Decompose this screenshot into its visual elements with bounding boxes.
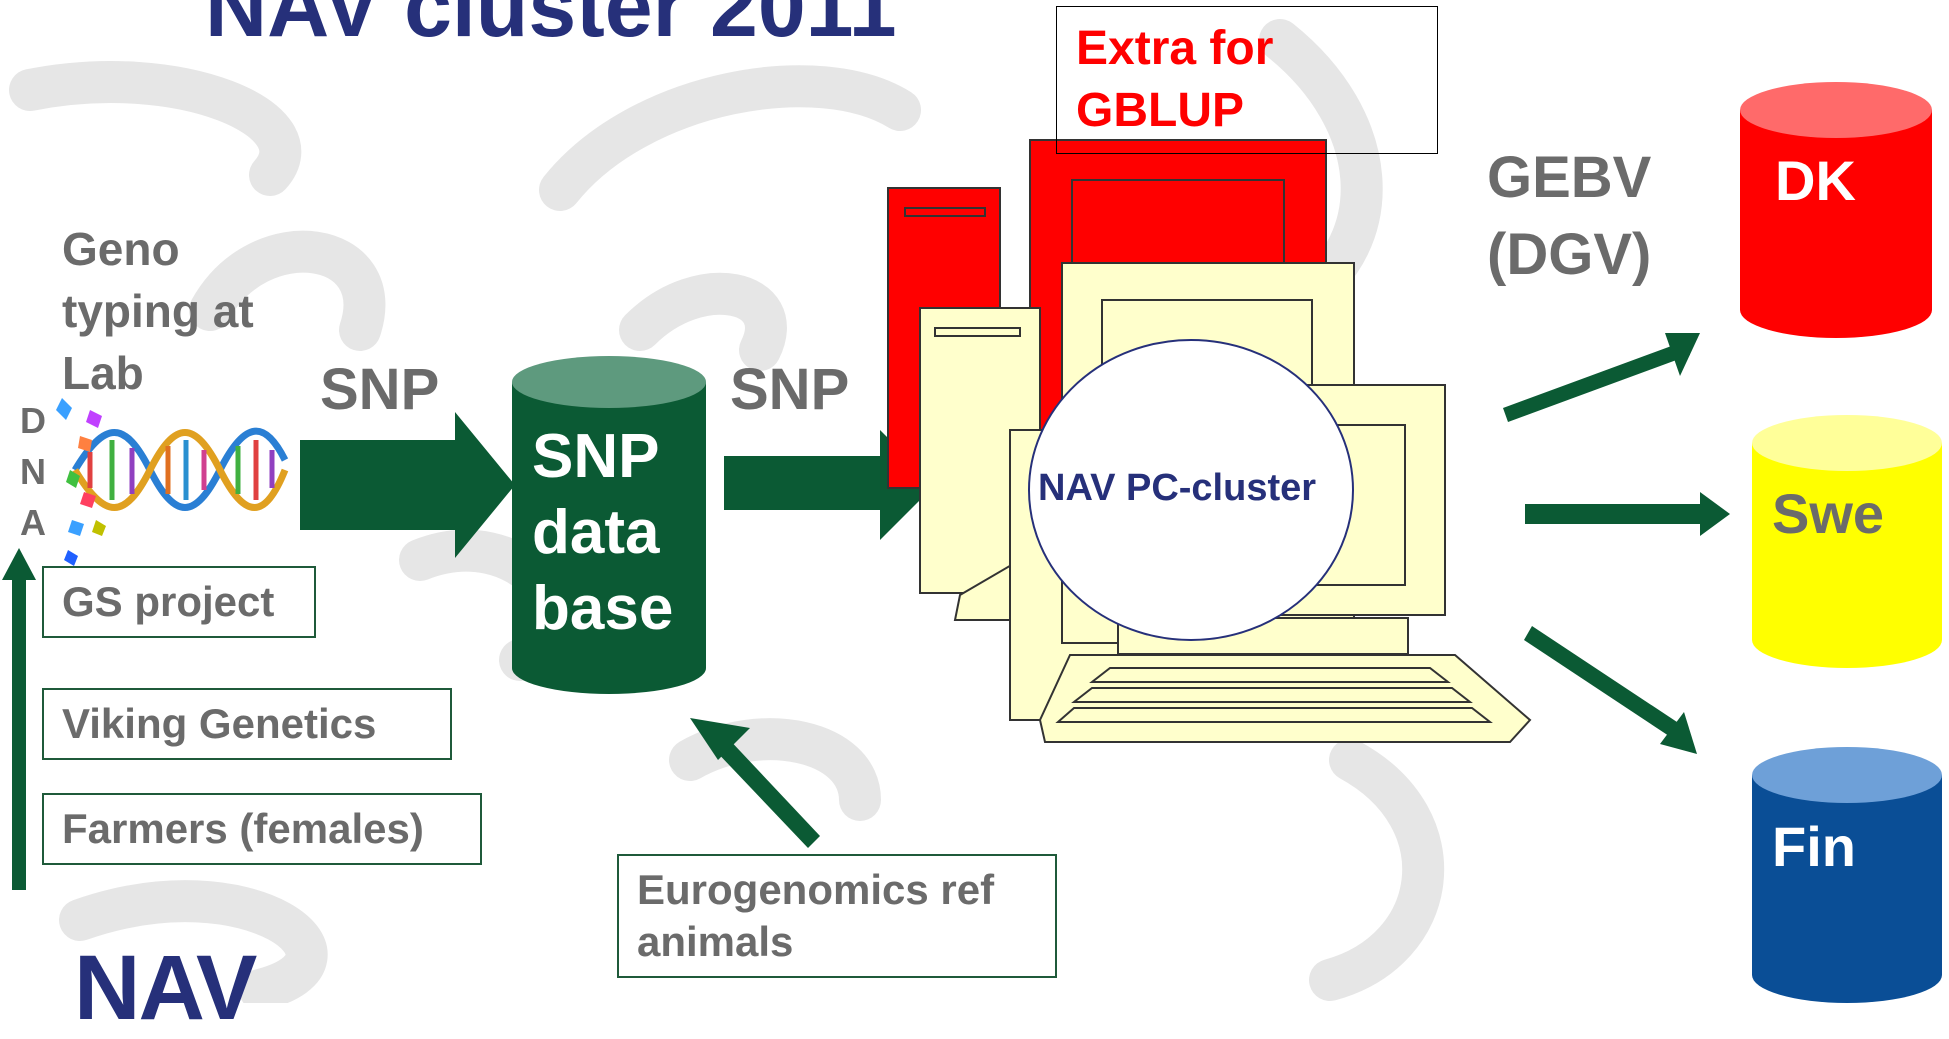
gebv-to-swe-arrow	[1525, 492, 1730, 536]
gebv-to-fin-arrow	[1524, 626, 1697, 754]
snp-database-line-2: data	[532, 498, 660, 567]
eurogenomics-line-2: animals	[637, 918, 794, 965]
dna-letter-a: A	[20, 502, 46, 543]
dk-cylinder	[1740, 82, 1932, 338]
eurogenomics-line-1: Eurogenomics ref	[637, 866, 995, 913]
source-box-gs-project: GS project	[42, 566, 316, 638]
source-label-farmers: Farmers (females)	[62, 805, 424, 852]
eurogenomics-box	[617, 854, 1057, 978]
extra-gblup-line-2: GBLUP	[1076, 84, 1244, 137]
gebv-line-1: GEBV	[1487, 145, 1652, 210]
dna-letter-n: N	[20, 451, 46, 492]
source-box-viking-genetics: Viking Genetics	[42, 688, 452, 760]
output-label-fin: Fin	[1772, 815, 1856, 878]
lab-to-database-arrow	[300, 412, 515, 558]
pc-cluster-label: NAV PC-cluster	[1038, 467, 1317, 509]
output-label-dk: DK	[1775, 149, 1856, 212]
eurogenomics-to-database-arrow	[690, 718, 820, 848]
page-title: NAV cluster 2011	[205, 0, 897, 55]
snp-database-line-3: base	[532, 574, 674, 643]
dna-helix-icon	[56, 398, 289, 566]
swe-cylinder	[1752, 415, 1942, 668]
snp-label-left: SNP	[320, 357, 440, 422]
fin-cylinder	[1752, 747, 1942, 1003]
snp-label-right: SNP	[730, 357, 850, 422]
source-label-viking-genetics: Viking Genetics	[62, 700, 377, 747]
dna-letter-d: D	[20, 400, 46, 441]
source-label-gs-project: GS project	[62, 578, 275, 625]
source-box-farmers: Farmers (females)	[42, 793, 482, 865]
extra-gblup-line-1: Extra for	[1076, 22, 1274, 75]
output-label-swe: Swe	[1772, 482, 1885, 545]
diagram-canvas	[2, 19, 1942, 1003]
genotyping-line-3: Lab	[62, 347, 144, 399]
extra-gblup-box	[1056, 6, 1438, 154]
output-arrows	[1503, 333, 1730, 754]
gebv-to-dk-arrow	[1503, 333, 1700, 422]
genotyping-line-2: typing at	[62, 285, 254, 337]
nav-logo: NAV	[74, 937, 257, 1039]
snp-database-cylinder	[512, 356, 706, 694]
genotyping-line-1: Geno	[62, 223, 180, 275]
sources-to-lab-arrow	[2, 548, 36, 890]
snp-database-line-1: SNP	[532, 422, 660, 491]
pc-cluster-ellipse	[1028, 339, 1354, 641]
gebv-line-2: (DGV)	[1487, 222, 1652, 287]
database-to-cluster-arrow	[724, 430, 935, 540]
